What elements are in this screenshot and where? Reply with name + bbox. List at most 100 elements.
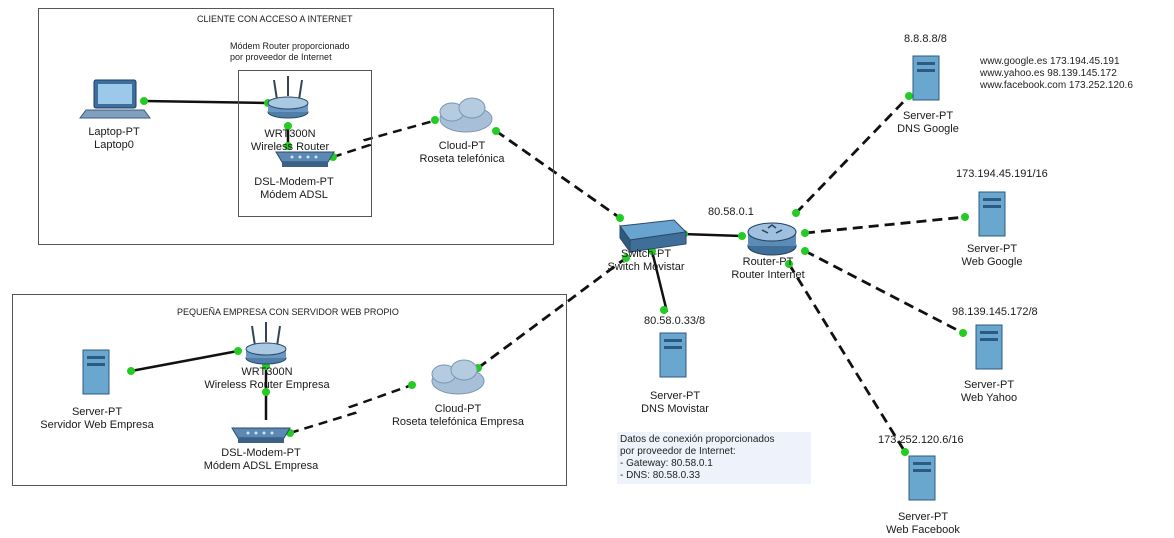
wireless-router-empresa-icon[interactable] (245, 322, 287, 365)
isp-note-line: Datos de conexión proporcionados (620, 434, 775, 445)
link-end (738, 232, 746, 240)
link-end (234, 347, 242, 355)
link-end (801, 229, 809, 237)
server-icon-web-facebook[interactable] (908, 455, 936, 501)
link-end (801, 247, 809, 255)
area-empresa (12, 294, 567, 486)
wrt-cliente-label: WRT300N Wireless Router (244, 128, 336, 154)
wrt-empresa-name: Wireless Router Empresa (204, 379, 330, 391)
link-end (792, 209, 800, 217)
laptop-type: Laptop-PT (88, 126, 140, 138)
link-end (959, 329, 967, 337)
wireless-router-icon[interactable] (267, 76, 309, 119)
web-facebook-name: Web Facebook (886, 524, 960, 536)
dns-google-name: DNS Google (897, 123, 959, 135)
link-end (660, 306, 668, 314)
cloud-icon[interactable] (439, 97, 493, 133)
dsl-empresa-name: Módem ADSL Empresa (203, 460, 319, 472)
link-end (140, 97, 148, 105)
cloud-empresa-icon[interactable] (431, 359, 485, 395)
dsl-cliente-label: DSL-Modem-PT Módem ADSL (250, 176, 338, 202)
web-facebook-ip: 173.252.120.6/16 (878, 434, 964, 446)
server-empresa-name: Servidor Web Empresa (40, 419, 154, 431)
web-yahoo-name: Web Yahoo (960, 392, 1018, 404)
web-yahoo-ip: 98.139.145.172/8 (952, 306, 1038, 318)
dsl-cliente-name: Módem ADSL (260, 189, 328, 201)
switch-icon[interactable] (619, 219, 688, 254)
link-end (492, 127, 500, 135)
dns-record: www.google.es 173.194.45.191 (980, 56, 1120, 67)
link-router-webgoogle (804, 215, 966, 235)
web-yahoo-type: Server-PT (963, 379, 1015, 391)
server-icon-empresa[interactable] (82, 349, 110, 395)
web-facebook-type: Server-PT (897, 511, 949, 523)
link-router-dnsgoogle (794, 95, 911, 214)
switch-label: Switch-PT Switch Movistar (598, 248, 694, 274)
wrt-cliente-name: Wireless Router (250, 141, 330, 153)
router-type: Router-PT (742, 256, 794, 268)
link-end (284, 122, 292, 130)
link-laptop-wrt (143, 99, 269, 105)
cloud-empresa-type: Cloud-PT (434, 403, 482, 415)
link-end (284, 142, 292, 150)
link-end (616, 214, 624, 222)
area-modem-router (238, 70, 372, 217)
link-cloud-switch (495, 129, 621, 220)
dsl-modem-empresa-icon[interactable] (231, 427, 291, 443)
area-empresa-title: PEQUEÑA EMPRESA CON SERVIDOR WEB PROPIO (177, 307, 399, 317)
area-cliente-title: CLIENTE CON ACCESO A INTERNET (197, 14, 353, 24)
router-name: Router Internet (731, 269, 805, 281)
server-icon-web-yahoo[interactable] (975, 324, 1003, 370)
isp-note-line: - DNS: 80.58.0.33 (620, 470, 701, 481)
web-facebook-label: Server-PT Web Facebook (878, 511, 968, 537)
isp-note-line: - Gateway: 80.58.0.1 (620, 458, 713, 469)
link-end (622, 254, 630, 262)
isp-note: Datos de conexión proporcionados por pro… (617, 432, 811, 484)
dns-google-label: Server-PT DNS Google (888, 110, 968, 136)
switch-name: Switch Movistar (607, 261, 685, 273)
area-cliente (38, 8, 554, 245)
link-end (408, 381, 416, 389)
link-end (262, 388, 270, 396)
link-cloudemp-switch (477, 256, 627, 370)
laptop-label: Laptop-PT Laptop0 (78, 126, 150, 152)
dsl-empresa-type: DSL-Modem-PT (221, 447, 301, 459)
link-end (901, 448, 909, 456)
dns-records: www.google.es 173.194.45.191 www.yahoo.e… (980, 56, 1133, 92)
link-dsl-cloud-cliente (332, 118, 438, 159)
cloud-empresa-label: Cloud-PT Roseta telefónica Empresa (368, 403, 548, 429)
dns-google-ip: 8.8.8.8/8 (904, 33, 947, 45)
cloud-cliente-name: Roseta telefónica (419, 153, 505, 165)
dns-movistar-type: Server-PT (649, 390, 701, 402)
dsl-empresa-label: DSL-Modem-PT Módem ADSL Empresa (186, 447, 336, 473)
modem-note-line2: por proveedor de Internet (230, 52, 332, 62)
laptop-name: Laptop0 (94, 139, 134, 151)
dns-google-type: Server-PT (902, 110, 954, 122)
dns-movistar-label: Server-PT DNS Movistar (630, 390, 720, 416)
dsl-modem-icon[interactable] (275, 151, 335, 167)
web-google-label: Server-PT Web Google (952, 243, 1032, 269)
link-end (961, 213, 969, 221)
server-icon-web-google[interactable] (978, 191, 1006, 237)
router-label: Router-PT Router Internet (722, 256, 814, 282)
router-icon[interactable] (747, 222, 797, 256)
web-google-type: Server-PT (966, 243, 1018, 255)
link-dsl-cloud-empresa (289, 383, 413, 435)
dsl-cliente-type: DSL-Modem-PT (254, 176, 334, 188)
link-switch-dnsmovistar (650, 250, 669, 313)
web-yahoo-label: Server-PT Web Yahoo (949, 379, 1029, 405)
web-google-name: Web Google (961, 256, 1023, 268)
link-end (431, 116, 439, 124)
modem-note-line1: Módem Router proporcionado (230, 41, 350, 51)
server-empresa-type: Server-PT (71, 406, 123, 418)
link-server-wrt-empresa (130, 349, 239, 373)
link-end (785, 260, 793, 268)
server-icon-dns-google[interactable] (912, 55, 940, 101)
laptop-icon[interactable] (79, 79, 151, 119)
cloud-cliente-label: Cloud-PT Roseta telefónica (412, 140, 512, 166)
link-switch-router (681, 232, 743, 238)
link-router-webyahoo (804, 249, 964, 335)
dns-movistar-ip: 80.58.0.33/8 (644, 315, 706, 327)
server-icon-dns-movistar[interactable] (659, 332, 687, 378)
